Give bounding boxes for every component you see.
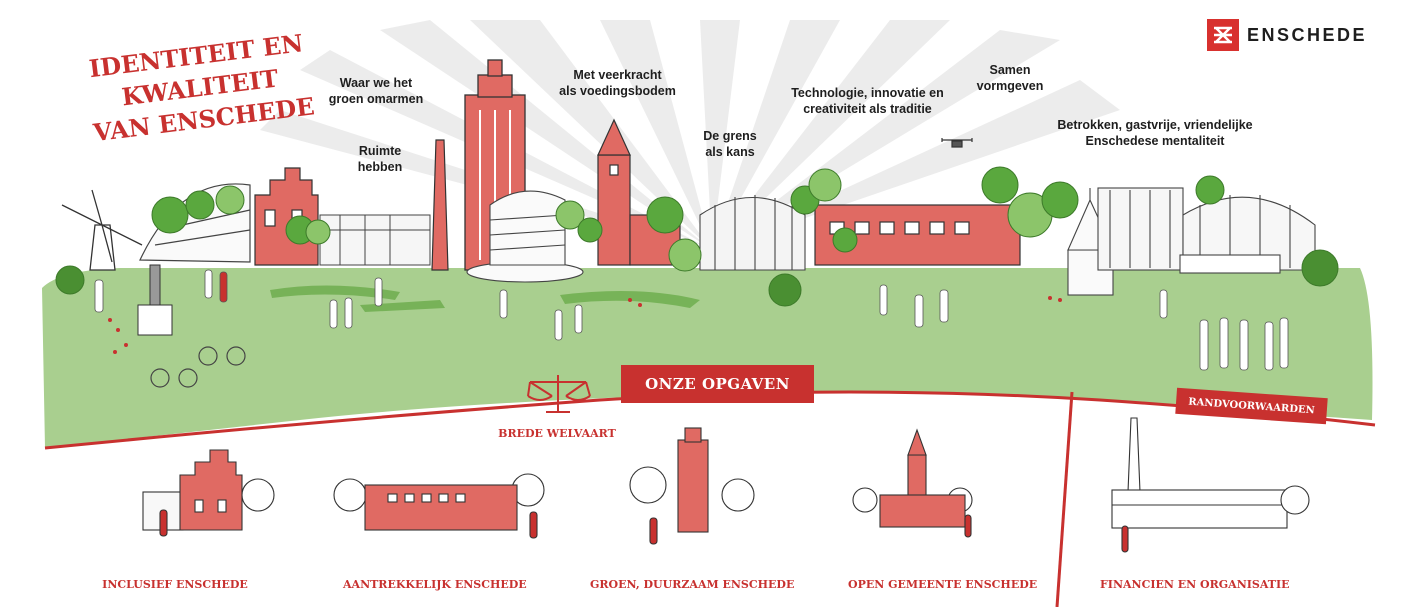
onze-opgaven-banner: ONZE OPGAVEN (621, 365, 814, 403)
arena-center (699, 195, 806, 271)
pillar-label-inclusief: INCLUSIEF ENSCHEDE (102, 578, 248, 591)
pillar-illustration-inclusief (142, 449, 275, 537)
pillar-label-financien: FINANCIEN EN ORGANISATIE (1100, 578, 1290, 591)
balance-scale-icon (527, 375, 591, 413)
gabled-house (254, 167, 319, 266)
caption-ruimte: Ruimte hebben (357, 144, 403, 174)
divider-line (1055, 391, 1074, 607)
enschede-logo-icon (1207, 19, 1239, 51)
trees (55, 166, 1339, 307)
statue (137, 264, 173, 336)
windmill-icon (61, 189, 143, 271)
logo-text: ENSCHEDE (1247, 24, 1368, 45)
caption-groen: Waar we het groen omarmen (328, 76, 424, 106)
flowers (108, 296, 1062, 354)
glass-building (319, 214, 431, 266)
enschede-logo[interactable]: ENSCHEDE (1207, 19, 1367, 51)
pillar-illustration-financien (1111, 417, 1310, 553)
round-building (466, 190, 584, 283)
stadium-right (1097, 187, 1316, 274)
brede-welvaart-label: BREDE WELVAART (498, 427, 616, 440)
cyclists (150, 346, 246, 388)
drone-icon (941, 138, 973, 148)
caption-veerkracht: Met veerkracht als voedingsbodem (559, 68, 676, 98)
caption-mentaliteit: Betrokken, gastvrije, vriendelijke Ensch… (1057, 118, 1253, 148)
caption-technologie: Technologie, innovatie en creativiteit a… (791, 86, 944, 116)
grass-field (42, 268, 1373, 448)
pillar-illustration-aantrekkelijk (333, 473, 545, 539)
pillar-label-open: OPEN GEMEENTE ENSCHEDE (848, 578, 1038, 591)
caption-grens: De grens als kans (703, 129, 757, 159)
chimney (431, 139, 449, 271)
caption-samen: Samen vormgeven (976, 63, 1044, 93)
pillar-label-groen: GROEN, DUURZAAM ENSCHEDE (590, 578, 795, 591)
pillar-label-aantrekkelijk: AANTREKKELIJK ENSCHEDE (343, 578, 527, 591)
pillar-illustration-open (852, 428, 973, 538)
pillar-illustration-groen (629, 427, 755, 545)
people (94, 269, 1289, 371)
